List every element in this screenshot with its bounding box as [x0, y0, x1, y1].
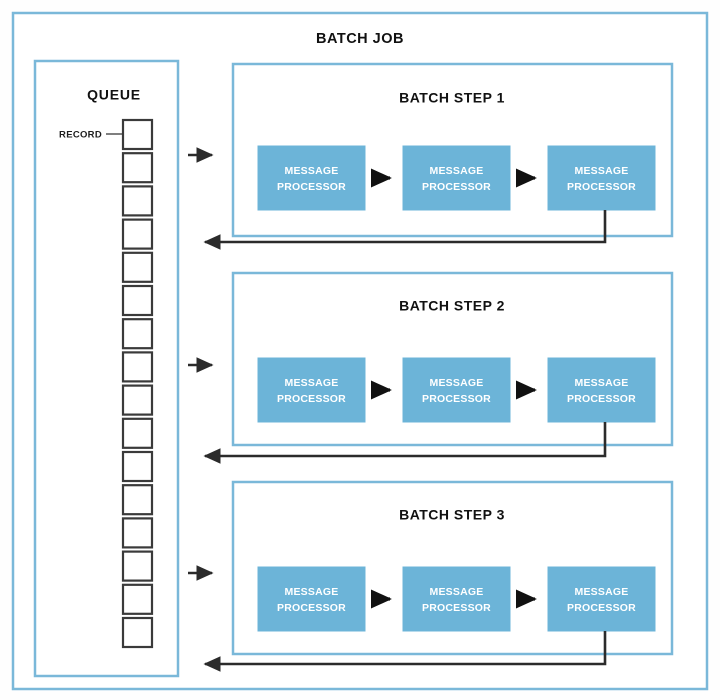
- step-1-processor-1-line1: MESSAGE: [285, 165, 339, 177]
- queue-record-box: [121, 616, 154, 649]
- step-3-processor-3-line2: PROCESSOR: [567, 602, 636, 614]
- queue-record-box: [121, 118, 154, 151]
- queue-record-box: [121, 450, 154, 483]
- step-2-processor-2: [402, 357, 511, 423]
- step-2-processor-3-line2: PROCESSOR: [567, 393, 636, 405]
- step-3-processor-3-line1: MESSAGE: [575, 586, 629, 598]
- record-label: RECORD: [59, 130, 102, 141]
- step-1-processor-2-line1: MESSAGE: [430, 165, 484, 177]
- queue-record-box: [121, 318, 154, 350]
- queue-record-box: [121, 152, 154, 184]
- step-1-processor-3-line2: PROCESSOR: [567, 181, 636, 193]
- batch-job-title: BATCH JOB: [316, 31, 404, 47]
- queue-record-box: [121, 251, 154, 283]
- step-3-processor-2-line2: PROCESSOR: [422, 602, 491, 614]
- queue-record-box: [121, 417, 154, 449]
- step-2-processor-3-line1: MESSAGE: [575, 377, 629, 389]
- step-1-processor-2-line2: PROCESSOR: [422, 181, 491, 193]
- queue-record-box: [121, 384, 154, 416]
- queue-record-box: [121, 351, 154, 383]
- step-3-processor-3: [547, 566, 656, 632]
- batch-step-2-title: BATCH STEP 2: [399, 298, 505, 314]
- step-3-processor-1-line1: MESSAGE: [285, 586, 339, 598]
- step-2-processor-1-line2: PROCESSOR: [277, 393, 346, 405]
- step-2-processor-1: [257, 357, 366, 423]
- step-1-processor-3: [547, 145, 656, 211]
- step-1-processor-1: [257, 145, 366, 211]
- step-1-processor-3-line1: MESSAGE: [575, 165, 629, 177]
- step-3-processor-2: [402, 566, 511, 632]
- step-3-processor-1-line2: PROCESSOR: [277, 602, 346, 614]
- batch-step-1-title: BATCH STEP 1: [399, 90, 505, 106]
- step-2-processor-2-line2: PROCESSOR: [422, 393, 491, 405]
- queue-record-box: [121, 517, 154, 549]
- step-3-processor-1: [257, 566, 366, 632]
- queue-record-box: [121, 550, 154, 582]
- step-1-processor-2: [402, 145, 511, 211]
- step-1-to-queue-return-arrow: [203, 210, 607, 250]
- queue-record-box: [121, 284, 154, 317]
- queue-record-list: [121, 118, 154, 649]
- step-2-processor-3: [547, 357, 656, 423]
- queue-title: QUEUE: [87, 87, 141, 103]
- step-3-to-queue-return-arrow: [203, 631, 607, 672]
- batch-step-3-title: BATCH STEP 3: [399, 507, 505, 523]
- queue-record-box: [121, 185, 154, 217]
- queue-record-box: [121, 484, 154, 516]
- step-3-processor-2-line1: MESSAGE: [430, 586, 484, 598]
- queue-panel: [33, 59, 180, 678]
- queue-record-box: [121, 583, 154, 615]
- step-2-to-queue-return-arrow: [203, 422, 607, 464]
- step-2-processor-2-line1: MESSAGE: [430, 377, 484, 389]
- step-2-processor-1-line1: MESSAGE: [285, 377, 339, 389]
- queue-record-box: [121, 218, 154, 250]
- step-1-processor-1-line2: PROCESSOR: [277, 181, 346, 193]
